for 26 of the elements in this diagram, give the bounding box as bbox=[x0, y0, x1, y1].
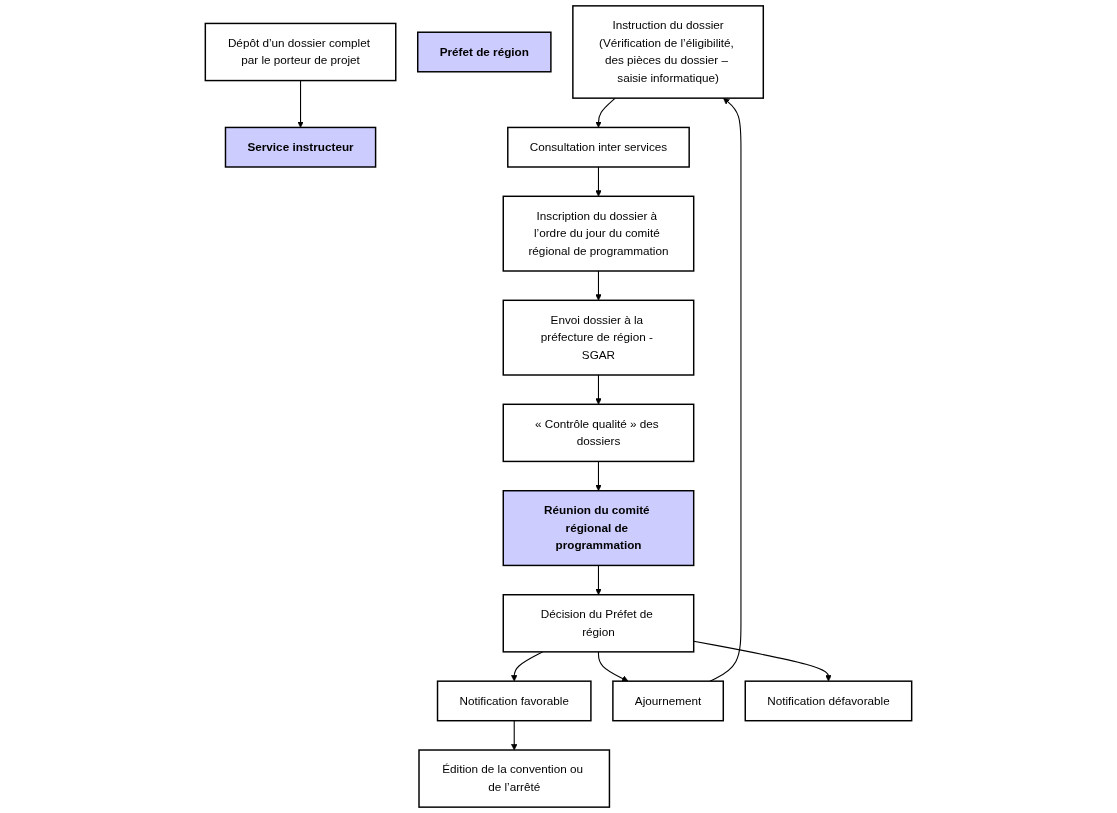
node-box: Décision du Préfet de région bbox=[502, 594, 695, 653]
node-box: Notification défavorable bbox=[744, 680, 913, 722]
arrow bbox=[595, 270, 602, 301]
node-box: Instruction du dossier (Vérification de l’éligibilité, des pièces du dossier – saisie informatique) bbox=[572, 5, 765, 99]
node-box: « Contrôle qualité » des dossiers bbox=[502, 403, 695, 463]
arrow bbox=[597, 651, 629, 682]
arrow bbox=[709, 97, 742, 682]
arrow bbox=[595, 460, 602, 491]
node-box: Service instructeur bbox=[224, 126, 377, 168]
arrow bbox=[595, 97, 616, 128]
arrow bbox=[297, 80, 304, 128]
arrow bbox=[595, 374, 602, 405]
node-box: Notification favorable bbox=[436, 680, 592, 722]
node-box: Dépôt d’un dossier complet par le porteur de projet bbox=[204, 22, 397, 82]
node-box: Réunion du comité régional de programmation bbox=[502, 490, 695, 567]
node-box: Consultation inter services bbox=[507, 126, 690, 168]
arrow bbox=[511, 651, 544, 682]
node-box: Ajournement bbox=[612, 680, 724, 722]
arrow bbox=[595, 564, 602, 596]
arrow bbox=[693, 640, 832, 682]
node-box: Inscription du dossier à l’ordre du jour du comité régional de programmation bbox=[502, 195, 695, 272]
arrow bbox=[511, 720, 518, 751]
node-box: Envoi dossier à la préfecture de région - SGAR bbox=[502, 299, 695, 376]
arrow bbox=[595, 166, 602, 197]
node-box: Préfet de région bbox=[417, 31, 552, 73]
node-box: Édition de la convention ou de l’arrêté bbox=[418, 749, 611, 808]
